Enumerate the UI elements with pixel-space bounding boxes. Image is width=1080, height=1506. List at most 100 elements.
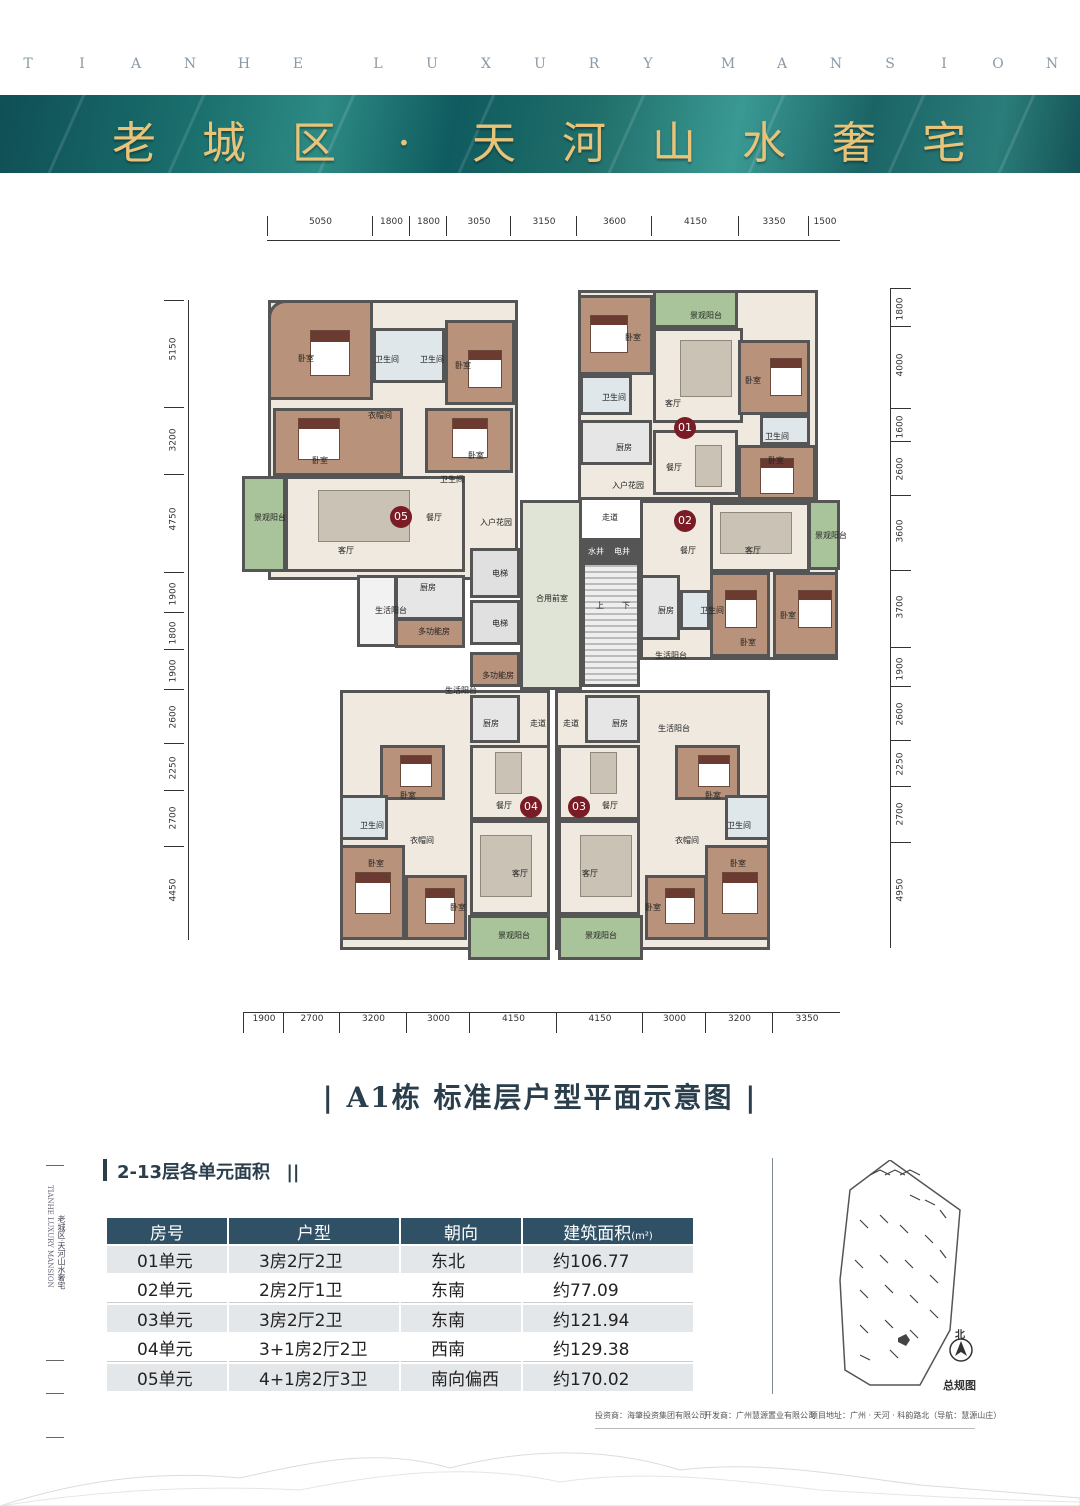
room-label: 厨房 <box>612 719 628 728</box>
room-label: 景观阳台 <box>254 513 286 522</box>
header-letter <box>675 56 701 72</box>
room-label: 生活阳台 <box>375 606 407 615</box>
dimension-value: 2600 <box>164 689 184 744</box>
dimension-value: 3600 <box>576 216 652 236</box>
banner-char: 山 <box>652 118 698 169</box>
header-area-unit: (m²) <box>631 1230 653 1242</box>
dimension-value: 2600 <box>891 441 911 496</box>
room-label: 卫生间 <box>360 821 384 830</box>
room-label: 多功能房 <box>482 671 514 680</box>
banner-char: 区 <box>292 118 338 169</box>
dimension-value: 4150 <box>556 1013 643 1033</box>
room-label: 衣帽间 <box>410 836 434 845</box>
room-label: 卧室 <box>298 354 314 363</box>
table-cell: 2房2厅1卫 <box>229 1275 399 1303</box>
mountain-decoration <box>0 1452 1080 1506</box>
elevator-1 <box>470 548 520 598</box>
room-label: 走道 <box>602 513 618 522</box>
header-letter: T <box>23 56 33 72</box>
bed-icon <box>725 590 757 628</box>
unit-badge-01: 01 <box>674 417 696 439</box>
view-balcony-02 <box>808 500 840 570</box>
multi-room-core <box>470 652 520 687</box>
unit-badge-03: 03 <box>568 796 590 818</box>
banner-char: 天 <box>472 118 518 169</box>
bed-icon <box>400 755 432 787</box>
multi-room-05 <box>395 618 465 648</box>
table-icon <box>495 752 522 794</box>
floor-plan: 05 卧室 卧室 卧室 卧室 卫生间 卫生间 衣帽间 卫生间 餐厅 客厅 景观阳… <box>240 290 847 965</box>
area-title-text: 2-13层各单元面积 <box>117 1162 271 1183</box>
room-label: 卫生间 <box>727 821 751 830</box>
bed-icon <box>590 315 628 353</box>
table-cell: 01单元 <box>107 1246 227 1273</box>
header-letter: E <box>292 56 304 72</box>
room-label: 卫生间 <box>700 606 724 615</box>
dimension-value: 3700 <box>891 570 911 648</box>
room-label: 卧室 <box>368 859 384 868</box>
room-label: 卧室 <box>312 456 328 465</box>
dimension-value: 3200 <box>339 1013 407 1033</box>
table-cell: 约121.94 <box>523 1305 693 1332</box>
header-letter: U <box>534 56 546 72</box>
room-label: 卫生间 <box>440 475 464 484</box>
bathroom-02 <box>680 590 710 630</box>
dimension-value: 4750 <box>164 474 184 573</box>
room-label: 卧室 <box>730 859 746 868</box>
dimension-value: 2700 <box>283 1013 340 1033</box>
dimension-value: 1800 <box>891 288 911 327</box>
table-cell: 东南 <box>401 1305 521 1332</box>
bathroom-05 <box>373 328 445 383</box>
header-letter: I <box>941 56 947 72</box>
room-label: 卧室 <box>745 376 761 385</box>
table-cell: 东南 <box>401 1275 521 1303</box>
room-label: 厨房 <box>658 606 674 615</box>
elevator-2 <box>470 600 520 645</box>
room-label: 客厅 <box>338 546 354 555</box>
room-label: 走道 <box>530 719 546 728</box>
room-label: 餐厅 <box>496 801 512 810</box>
site-plan <box>839 1160 961 1386</box>
header-letter: A <box>130 56 142 72</box>
dimension-value: 4150 <box>469 1013 557 1033</box>
room-label: 入户花园 <box>480 518 512 527</box>
dimension-value: 1800 <box>409 216 447 236</box>
header-letter: N <box>829 56 843 72</box>
header-letter: S <box>885 56 895 72</box>
room-label: 生活阳台 <box>655 651 687 660</box>
table-cell: 3房2厅2卫 <box>229 1246 399 1273</box>
dimension-value: 3000 <box>642 1013 706 1033</box>
dimension-value: 3350 <box>738 216 809 236</box>
dimension-value: 5150 <box>164 300 184 408</box>
room-label: 生活阳台 <box>658 724 690 733</box>
dimension-value: 4150 <box>651 216 739 236</box>
banner-char: 老 <box>112 118 158 169</box>
north-arrow-icon <box>949 1338 973 1362</box>
table-cell: 约77.09 <box>523 1275 693 1303</box>
banner-char: 奢 <box>832 118 878 169</box>
dimension-value: 3050 <box>446 216 511 236</box>
room-label: 卫生间 <box>765 432 789 441</box>
room-label: 卧室 <box>780 611 796 620</box>
header-letter: Y <box>643 56 653 72</box>
room-label: 厨房 <box>483 719 499 728</box>
view-balcony-04 <box>468 915 550 960</box>
header-room: 房号 <box>107 1218 227 1244</box>
table-icon <box>695 445 722 487</box>
header-orientation: 朝向 <box>401 1218 521 1244</box>
unit-badge-02: 02 <box>674 510 696 532</box>
dimension-value: 2250 <box>164 743 184 791</box>
table-cell: 西南 <box>401 1334 521 1362</box>
room-label: 上 <box>596 601 604 610</box>
room-label: 入户花园 <box>612 481 644 490</box>
sidebar-cn: 老城区·天河山水奢宅 <box>57 1215 66 1290</box>
header-letter: N <box>183 56 197 72</box>
bed-icon <box>468 350 502 388</box>
view-balcony-01 <box>653 290 738 328</box>
